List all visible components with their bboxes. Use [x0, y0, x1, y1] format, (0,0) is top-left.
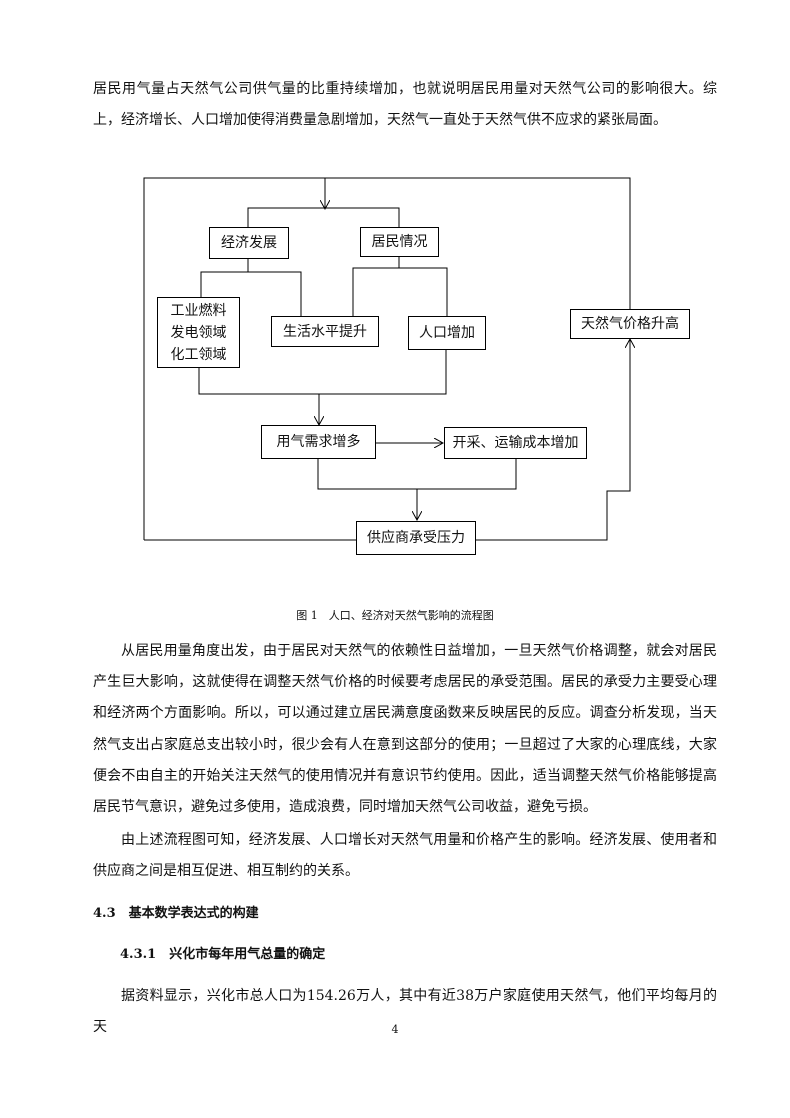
box-economy: 经济发展 — [209, 227, 289, 259]
box-residents: 居民情况 — [360, 227, 439, 257]
paragraph-data: 据资料显示，兴化市总人口为154.26万人，其中有近38万户家庭使用天然气，他们… — [93, 988, 717, 1036]
industry-line-3: 化工领域 — [170, 346, 227, 363]
box-industry: 工业燃料 发电领域 化工领域 — [157, 297, 240, 368]
figure-caption: 图 1 人口、经济对天然气影响的流程图 — [296, 609, 494, 622]
box-demand: 用气需求增多 — [261, 425, 376, 459]
industry-line-2: 发电领域 — [170, 324, 227, 341]
subsection-heading: 4.3.1 兴化市每年用气总量的确定 — [120, 947, 326, 962]
merge-line — [198, 350, 447, 395]
paragraph-intro: 居民用气量占天然气公司供气量的比重持续增加，也就说明居民用量对天然气公司的影响很… — [93, 81, 717, 129]
split-line-top — [247, 207, 400, 227]
box-gas-price: 天然气价格升高 — [570, 309, 690, 339]
merge-to-supplier-line — [317, 459, 517, 490]
box-cost: 开采、运输成本增加 — [444, 427, 587, 459]
box-living-standard: 生活水平提升 — [271, 316, 379, 347]
box-population: 人口增加 — [408, 316, 486, 350]
feedback-loop-line — [143, 177, 631, 540]
industry-line-1: 工业燃料 — [170, 302, 227, 319]
paragraph-resident-usage: 从居民用量角度出发，由于居民对天然气的依赖性日益增加，一旦天然气价格调整，就会对… — [93, 643, 717, 816]
economy-split-line — [200, 271, 302, 316]
paragraph-flowchart-summary: 由上述流程图可知，经济发展、人口增长对天然气用量和价格产生的影响。经济发展、使用… — [93, 832, 717, 880]
supplier-to-price-line — [476, 337, 631, 541]
residents-split-line — [352, 267, 448, 316]
section-heading: 4.3 基本数学表达式的构建 — [93, 906, 259, 921]
box-supplier: 供应商承受压力 — [356, 521, 476, 555]
page-number: 4 — [391, 1023, 399, 1036]
flowchart-diagram — [143, 177, 790, 541]
